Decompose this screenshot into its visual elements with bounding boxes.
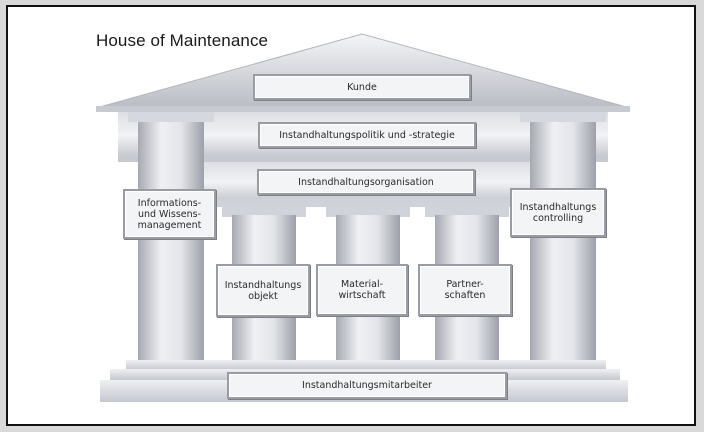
pillar-information-box: Informations- und Wissens- management	[123, 189, 216, 239]
outer-column-right	[530, 112, 596, 367]
outer-column-left	[138, 112, 204, 367]
inner-column-1-capital	[222, 205, 306, 217]
outer-column-right-capital	[520, 112, 606, 122]
pillar-partner-box: Partner- schaften	[418, 264, 512, 316]
pillar-material-box: Material- wirtschaft	[316, 264, 408, 316]
beam-divider	[118, 156, 608, 162]
inner-column-3-capital	[425, 205, 509, 217]
roof-eave	[96, 106, 630, 112]
beam-strategy-box: Instandhaltungspolitik und -strategie	[258, 122, 476, 148]
foundation-label-box: Instandhaltungsmitarbeiter	[227, 372, 507, 399]
base-step-1	[126, 360, 606, 370]
beam-organisation-box: Instandhaltungsorganisation	[257, 169, 475, 195]
inner-column-2-capital	[326, 205, 410, 217]
pillar-object-box: Instandhaltungs objekt	[216, 264, 310, 317]
lower-beam-shadow	[168, 199, 560, 207]
roof-label-box: Kunde	[253, 74, 471, 100]
pillar-controlling-box: Instandhaltungs controlling	[510, 188, 606, 237]
outer-column-left-capital	[128, 112, 214, 122]
diagram-title: House of Maintenance	[96, 31, 269, 50]
